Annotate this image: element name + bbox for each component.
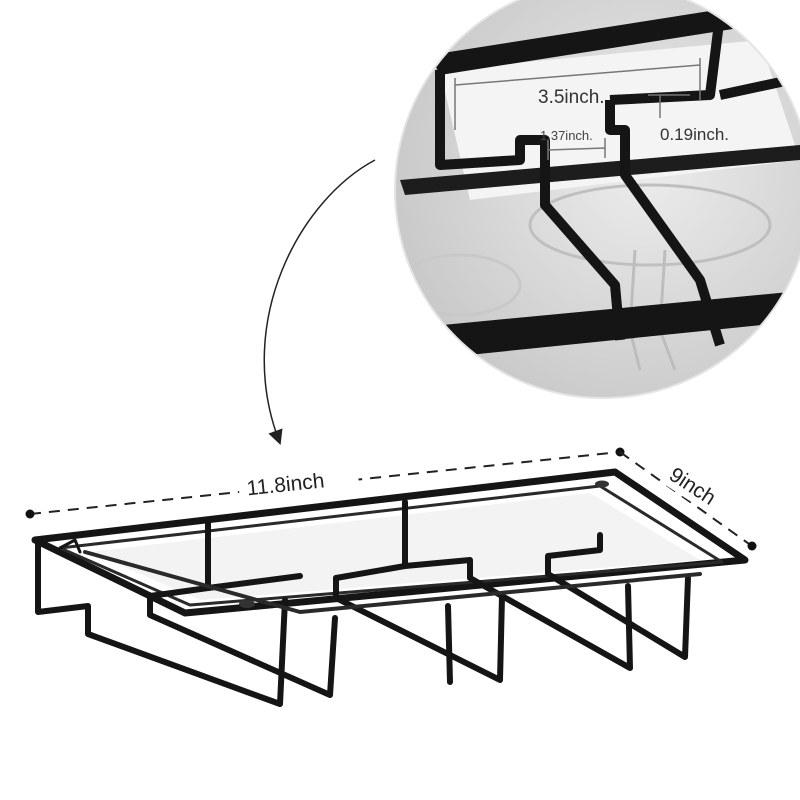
slot-width-label: 1.37inch. (540, 128, 593, 143)
zoom-inset: 3.5inch. 1.37inch. 0.19inch. (394, 0, 800, 399)
rack-rail-1 (35, 519, 338, 707)
wire-thickness-label: 0.19inch. (660, 125, 729, 144)
zoom-arrow (263, 159, 376, 446)
rack-rail-3 (402, 532, 691, 671)
wine-rack (31, 468, 749, 707)
slot-spacing-label: 3.5inch. (538, 87, 605, 108)
